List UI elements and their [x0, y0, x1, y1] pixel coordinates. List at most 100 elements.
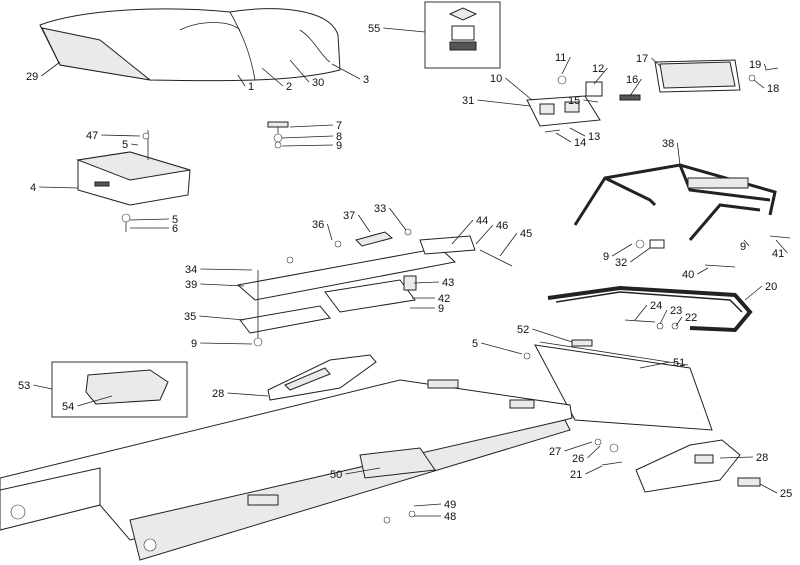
leader-line-17	[651, 57, 661, 67]
leader-line-53	[33, 384, 53, 390]
callout-42: 42	[438, 293, 450, 305]
callout-9: 9	[191, 338, 197, 350]
callout-13: 13	[588, 131, 600, 143]
callout-27: 27	[549, 446, 561, 458]
leader-line-47	[101, 134, 141, 137]
callout-2: 2	[286, 81, 292, 93]
inset-55	[424, 1, 501, 69]
callout-9: 9	[438, 303, 444, 315]
callout-22: 22	[685, 312, 697, 324]
callout-52: 52	[517, 324, 529, 336]
leader-line-10	[505, 77, 533, 101]
callout-53: 53	[18, 380, 30, 392]
callout-48: 48	[444, 511, 456, 523]
leader-line-45	[499, 232, 518, 257]
grab-handle-20	[547, 285, 753, 333]
callout-40: 40	[682, 269, 694, 281]
callout-39: 39	[185, 279, 197, 291]
leader-line-16	[629, 78, 642, 97]
leader-line-30	[289, 59, 310, 83]
inset-53	[51, 361, 188, 418]
callout-10: 10	[490, 73, 502, 85]
callout-34: 34	[185, 264, 197, 276]
callout-6: 6	[172, 223, 178, 235]
leader-line-1	[237, 74, 246, 87]
leader-line-9	[611, 243, 633, 257]
callout-9: 9	[336, 140, 342, 152]
cover-28-right	[594, 438, 761, 493]
leader-line-5	[481, 342, 523, 355]
flap-51	[523, 339, 713, 431]
leader-line-11	[561, 56, 571, 75]
callout-47: 47	[86, 130, 98, 142]
callout-44: 44	[476, 215, 488, 227]
leader-line-4	[39, 186, 79, 189]
callout-28: 28	[756, 452, 768, 464]
callout-17: 17	[636, 53, 648, 65]
callout-1: 1	[248, 81, 254, 93]
leader-line-18	[753, 79, 765, 89]
callout-51: 51	[673, 357, 685, 369]
leader-line-19	[764, 63, 767, 70]
callout-18: 18	[767, 83, 779, 95]
callout-3: 3	[363, 74, 369, 86]
leader-line-37	[358, 214, 371, 233]
leader-line-39	[200, 283, 245, 287]
leader-line-36	[327, 223, 333, 241]
leader-line-29	[41, 61, 61, 77]
leader-line-41	[775, 239, 788, 254]
callout-20: 20	[765, 281, 777, 293]
leader-line-9	[281, 144, 334, 147]
leader-line-32	[630, 247, 651, 263]
leader-line-34	[200, 268, 253, 271]
callout-24: 24	[650, 300, 662, 312]
leader-line-7	[289, 124, 334, 128]
leader-line-12	[593, 67, 608, 85]
callout-50: 50	[330, 469, 342, 481]
leader-line-40	[697, 267, 709, 275]
callout-25: 25	[780, 488, 792, 500]
leader-line-20	[744, 285, 763, 301]
leader-line-51	[639, 361, 671, 369]
callout-54: 54	[62, 401, 74, 413]
callout-14: 14	[574, 137, 586, 149]
leader-line-2	[261, 67, 284, 87]
leader-line-25	[759, 483, 778, 494]
callout-5: 5	[172, 214, 178, 226]
leader-line-5	[131, 143, 139, 146]
callout-37: 37	[343, 210, 355, 222]
leader-line-28	[227, 392, 269, 397]
leader-line-46	[475, 224, 494, 245]
callout-4: 4	[30, 182, 36, 194]
leader-line-49	[413, 503, 442, 507]
callout-36: 36	[312, 219, 324, 231]
callout-49: 49	[444, 499, 456, 511]
callout-9: 9	[603, 251, 609, 263]
leader-line-26	[587, 445, 601, 459]
callout-19: 19	[749, 59, 761, 71]
leader-line-27	[564, 441, 593, 452]
leader-line-15	[583, 99, 599, 103]
leader-line-33	[389, 207, 407, 231]
callout-8: 8	[336, 131, 342, 143]
callout-15: 15	[568, 95, 580, 107]
callout-23: 23	[670, 305, 682, 317]
mount-plate-assembly	[236, 228, 513, 347]
callout-26: 26	[572, 453, 584, 465]
callout-32: 32	[615, 257, 627, 269]
leader-line-24	[634, 304, 648, 321]
callout-21: 21	[570, 469, 582, 481]
leader-line-14	[555, 132, 572, 143]
callout-41: 41	[772, 248, 784, 260]
callout-45: 45	[520, 228, 532, 240]
callout-7: 7	[336, 120, 342, 132]
callout-30: 30	[312, 77, 324, 89]
leader-line-9	[743, 239, 750, 247]
leader-line-52	[532, 328, 573, 343]
leader-line-22	[675, 316, 683, 327]
leader-line-8	[281, 135, 334, 139]
leader-line-55	[383, 27, 426, 33]
callout-46: 46	[496, 220, 508, 232]
